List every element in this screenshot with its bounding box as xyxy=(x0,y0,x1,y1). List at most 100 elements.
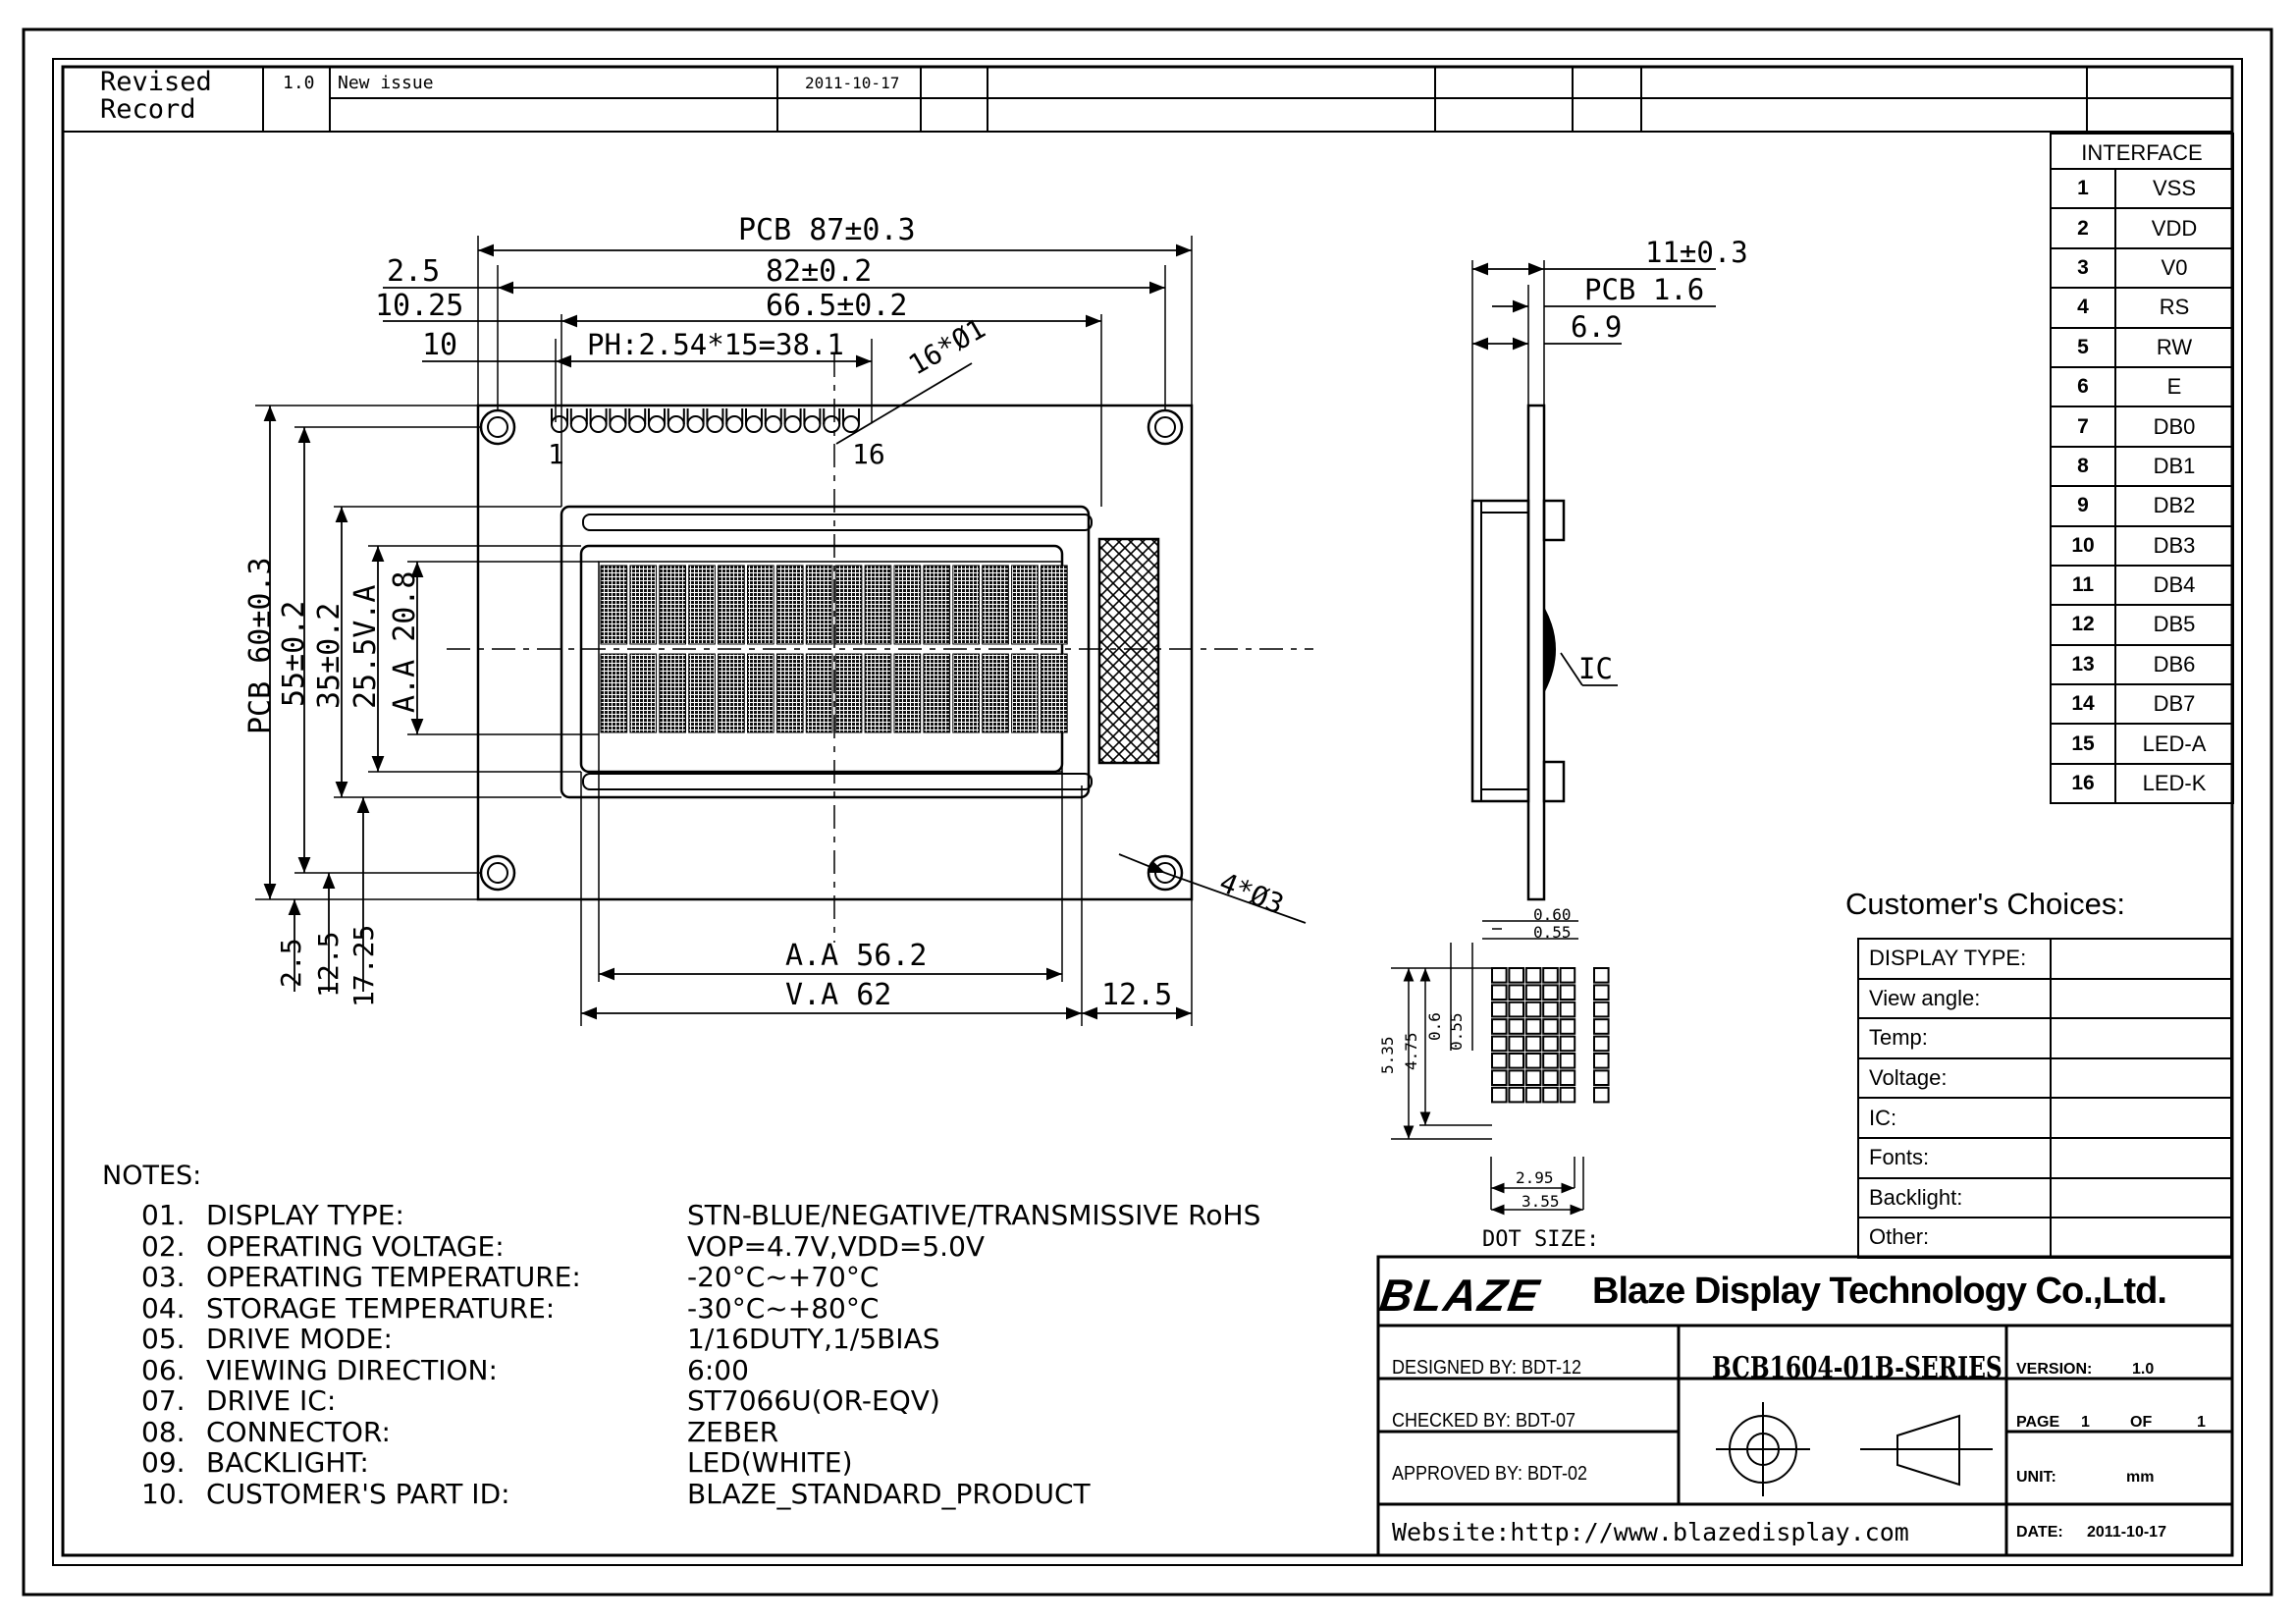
dim-dot-h-total: 4.75 xyxy=(1402,1032,1420,1070)
lcd-dot xyxy=(1593,1001,1610,1018)
customer-field-row: Temp: xyxy=(1857,1017,2232,1059)
note-item: 04.STORAGE TEMPERATURE:-30°C~+80°C xyxy=(141,1291,1260,1325)
lcd-dot xyxy=(1491,1069,1508,1087)
note-num: 02. xyxy=(141,1229,186,1263)
note-item: 08.CONNECTOR:ZEBER xyxy=(141,1415,1260,1448)
lcd-dot xyxy=(1524,1053,1542,1069)
lcd-character-cell xyxy=(834,565,863,645)
pin-name: RW xyxy=(2114,326,2234,368)
lcd-dot xyxy=(1593,1053,1610,1069)
dim-char-h: 5.35 xyxy=(1378,1036,1397,1074)
connector-pin xyxy=(725,415,744,433)
customer-field-value[interactable] xyxy=(2050,1176,2232,1219)
notes-title: NOTES: xyxy=(102,1161,202,1191)
revision-label: Revised Record xyxy=(100,69,212,124)
customer-field-label: Voltage: xyxy=(1857,1056,2052,1100)
dim-aa-width: A.A 56.2 xyxy=(785,939,928,973)
lcd-character-cell xyxy=(805,565,833,645)
note-key: BACKLIGHT: xyxy=(206,1446,369,1479)
connector-pin xyxy=(648,415,666,433)
dim-aa-height: A.A 20.8 xyxy=(388,570,422,714)
customer-field-value[interactable] xyxy=(2050,977,2232,1020)
pin-name: DB0 xyxy=(2114,406,2234,448)
note-num: 01. xyxy=(141,1199,186,1231)
customer-field-value[interactable] xyxy=(2050,1017,2232,1059)
lcd-dot xyxy=(1508,1053,1525,1069)
dim-thickness: 11±0.3 xyxy=(1645,236,1748,269)
customer-field-row: Backlight: xyxy=(1857,1176,2232,1219)
lcd-character-cell xyxy=(659,653,686,733)
note-key: STORAGE TEMPERATURE: xyxy=(206,1291,556,1325)
customer-field-value[interactable] xyxy=(2050,1056,2232,1100)
inner-frame xyxy=(61,65,2234,1557)
dim-dot-h: 0.55 xyxy=(1447,1012,1466,1051)
pin-name: DB4 xyxy=(2114,564,2234,607)
connector-pin xyxy=(569,415,588,433)
pin-number: 16 xyxy=(2050,762,2116,805)
checked-by: CHECKED BY: BDT-07 xyxy=(1392,1410,1576,1432)
dim-va-height: 25.5V.A xyxy=(348,584,383,709)
dim-bezel-width: 66.5±0.2 xyxy=(766,289,908,323)
led-tab xyxy=(1097,537,1160,765)
note-key: DRIVE MODE: xyxy=(206,1323,393,1355)
revision-version: 1.0 xyxy=(283,73,315,93)
lcd-dot xyxy=(1491,967,1508,984)
front-dimensions xyxy=(263,244,1307,1020)
part-number: BCB1604-01B-SERIES xyxy=(1712,1351,2002,1385)
customer-field-row: Other: xyxy=(1857,1217,2232,1259)
customer-field-value[interactable] xyxy=(2050,938,2232,980)
note-num: 08. xyxy=(141,1415,186,1448)
note-num: 07. xyxy=(141,1384,186,1417)
connector-pin xyxy=(706,415,724,433)
lcd-dot xyxy=(1542,1053,1559,1069)
dim-bezel-offset: 10.25 xyxy=(375,289,464,323)
note-item: 01.DISPLAY TYPE:STN-BLUE/NEGATIVE/TRANSM… xyxy=(141,1200,1260,1231)
pin-number: 10 xyxy=(2050,524,2116,567)
website-link[interactable]: Website:http://www.blazedisplay.com xyxy=(1392,1518,1909,1546)
projection-symbol xyxy=(1716,1402,1993,1496)
pin-name: E xyxy=(2114,365,2234,408)
lcd-dot xyxy=(1491,1001,1508,1018)
notes-list: 01.DISPLAY TYPE:STN-BLUE/NEGATIVE/TRANSM… xyxy=(141,1200,1260,1509)
lcd-character-cell xyxy=(1041,565,1068,645)
pin-number: 8 xyxy=(2050,445,2116,488)
connector-pin xyxy=(823,415,841,433)
customer-field-value[interactable] xyxy=(2050,1136,2232,1179)
lcd-dot xyxy=(1508,967,1525,984)
lcd-dot xyxy=(1559,984,1576,1001)
lcd-dot xyxy=(1593,1035,1610,1053)
pin-name: LED-A xyxy=(2114,723,2234,765)
note-value: STN-BLUE/NEGATIVE/TRANSMISSIVE RoHS xyxy=(687,1199,1261,1231)
pin-number: 14 xyxy=(2050,683,2116,726)
dim-va-width: V.A 62 xyxy=(785,978,892,1012)
pin-name: DB1 xyxy=(2114,445,2234,488)
lcd-character-cell xyxy=(923,653,951,733)
dot-size-dimensions xyxy=(1391,920,1584,1216)
ic-label: IC xyxy=(1578,652,1613,685)
lcd-dot xyxy=(1593,1086,1610,1104)
customer-field-value[interactable] xyxy=(2050,1217,2232,1259)
lcd-character-cell xyxy=(982,565,1009,645)
dim-depth: 6.9 xyxy=(1571,310,1623,344)
note-item: 06.VIEWING DIRECTION:6:00 xyxy=(141,1354,1260,1386)
customer-choices-table: DISPLAY TYPE:View angle:Temp:Voltage:IC:… xyxy=(1857,938,2232,1259)
note-value: -30°C~+80°C xyxy=(687,1291,880,1325)
unit-value: mm xyxy=(2126,1469,2155,1486)
side-view xyxy=(1470,260,1716,901)
connector-pin xyxy=(609,415,627,433)
dim-outer-holes: 82±0.2 xyxy=(766,254,873,289)
lcd-character-cell xyxy=(747,653,774,733)
customer-field-label: Other: xyxy=(1857,1217,2052,1259)
pin-name: RS xyxy=(2114,287,2234,329)
pin-first-label: 1 xyxy=(548,438,564,470)
dim-left-edge: 2.5 xyxy=(387,254,441,289)
connector-pin xyxy=(803,415,822,433)
lcd-character-cell xyxy=(982,653,1009,733)
lcd-character-cell xyxy=(923,565,951,645)
customer-field-value[interactable] xyxy=(2050,1097,2232,1139)
dim-char-w: 3.55 xyxy=(1522,1192,1560,1211)
